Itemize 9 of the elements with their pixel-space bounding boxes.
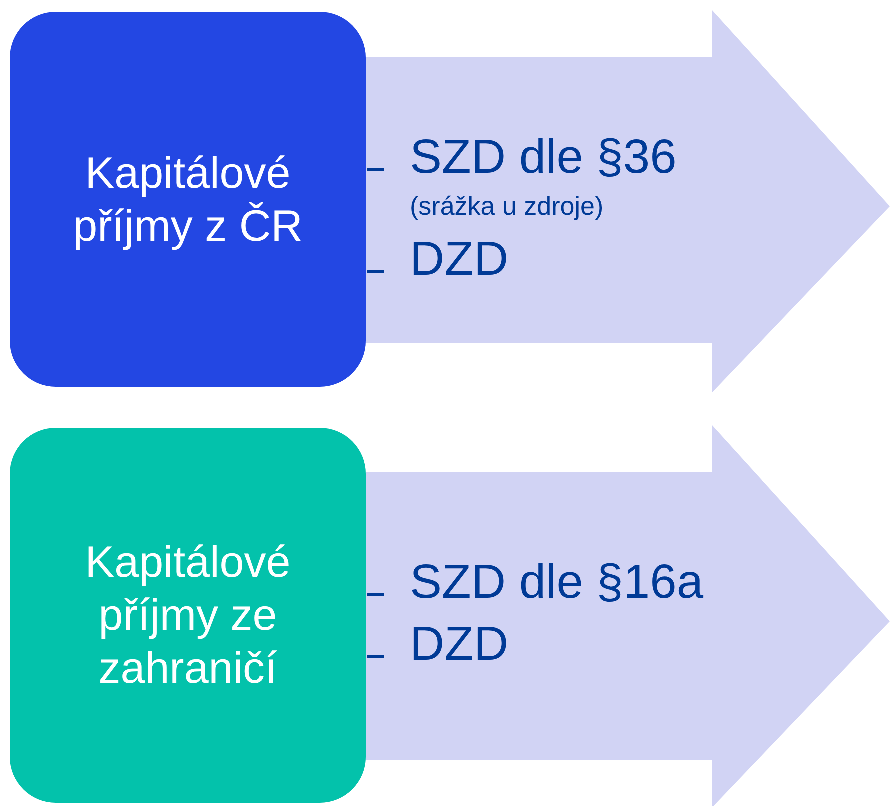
rounded-box xyxy=(10,428,366,803)
rounded-box xyxy=(10,12,366,387)
list-item-text: DZD xyxy=(410,621,509,669)
list-item-text: (srážka u zdroje) xyxy=(410,193,604,219)
box-label: Kapitálové příjmy ze zahraničí xyxy=(84,537,292,695)
list-item-text: SZD dle §36 xyxy=(410,134,677,182)
box-label: Kapitálové příjmy z ČR xyxy=(72,148,304,252)
list-item-text: SZD dle §16a xyxy=(410,559,704,607)
list-item-text: DZD xyxy=(410,236,509,284)
